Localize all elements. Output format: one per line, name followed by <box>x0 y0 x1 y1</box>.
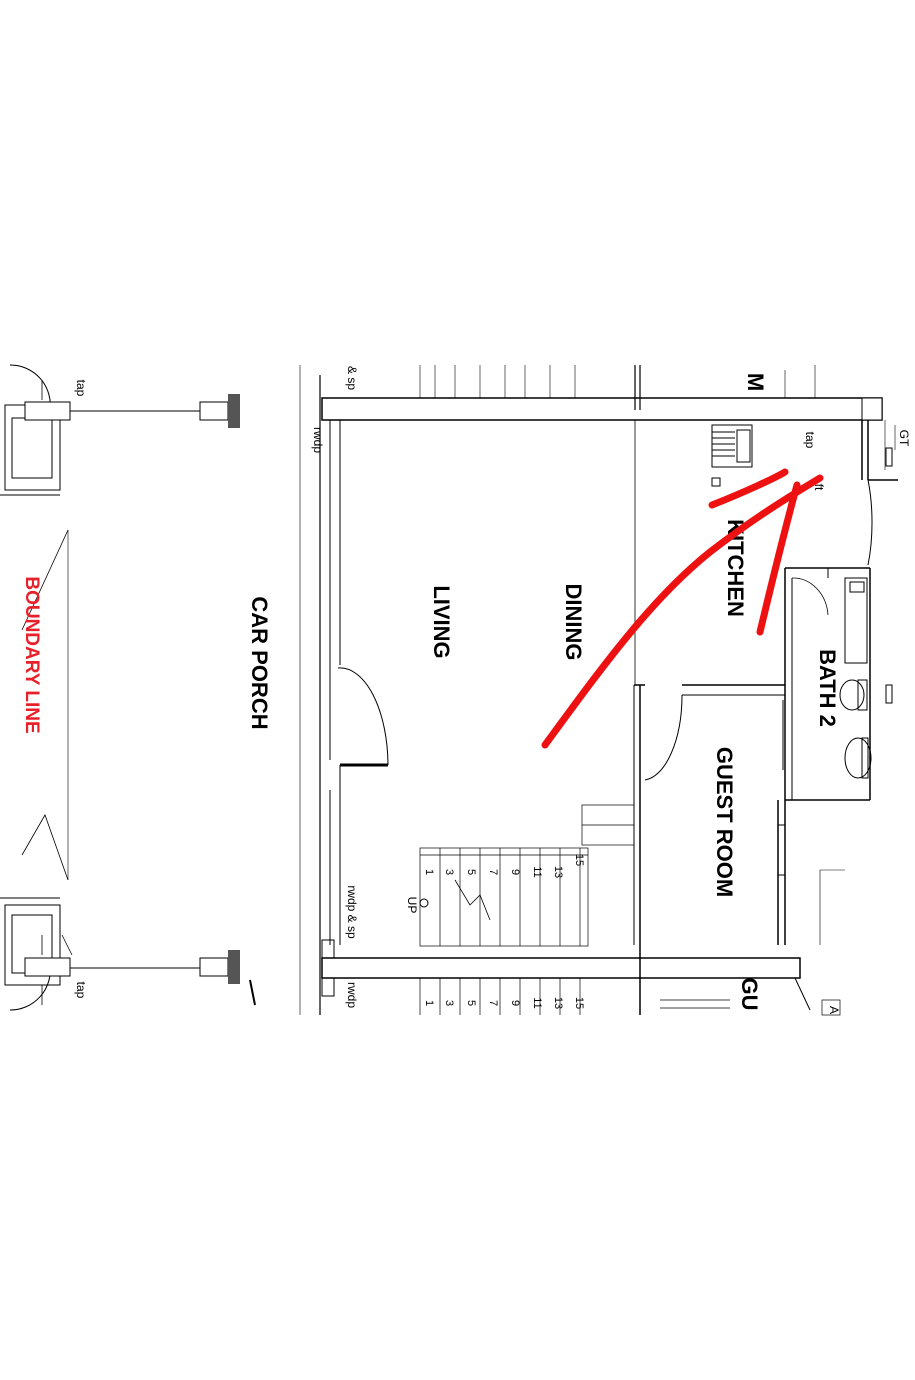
stair-number: 1 <box>423 1000 435 1006</box>
rwdp-sp-label-top: & sp <box>345 366 359 390</box>
stair-number: 3 <box>443 1000 455 1006</box>
boundary-line-label: BOUNDARY LINE <box>21 576 42 733</box>
stair-numbers-upper: 1 3 5 7 9 11 13 15 <box>423 854 585 878</box>
guest-room-label: GUEST ROOM <box>712 747 737 897</box>
stair-number: 13 <box>552 866 564 878</box>
rwdp-label-bottom: rwdp <box>345 982 359 1008</box>
bottom-wall <box>321 957 801 979</box>
bath-2-label: BATH 2 <box>815 649 840 727</box>
stair-numbers-lower: 1 3 5 7 9 11 13 15 <box>423 997 585 1009</box>
drawing-area <box>0 362 845 1017</box>
lower-staircase <box>419 978 841 1016</box>
living-label: LIVING <box>429 585 454 658</box>
back-wall <box>819 420 898 945</box>
stair-number: 7 <box>487 869 499 875</box>
dining-label: DINING <box>561 584 586 661</box>
front-wall <box>299 365 341 1015</box>
bath-2-walls <box>782 567 872 801</box>
rwdp-sp-label-mid: rwdp & sp <box>345 885 359 939</box>
stair-number: 5 <box>465 869 477 875</box>
stair-number: 11 <box>531 997 543 1008</box>
tap-label-bottom-left: tap <box>74 982 88 999</box>
front-door <box>337 667 389 767</box>
stair-number: 9 <box>509 869 521 875</box>
kitchen-sink <box>711 424 753 487</box>
stair-number: 1 <box>423 869 435 875</box>
guest-room-walls <box>633 684 786 1015</box>
ft-label: ft <box>812 484 826 491</box>
upper-neighbour-lines <box>419 365 816 410</box>
gate-fixture-marks <box>41 380 73 1005</box>
stair-number: 5 <box>465 1000 477 1006</box>
up-label: UP <box>405 897 419 914</box>
stair-number: 15 <box>573 854 585 866</box>
gt-label: GT <box>897 430 911 447</box>
rwdp-label-top: rwdp <box>311 427 325 453</box>
tap-label-kitchen: tap <box>803 432 817 449</box>
gate-posts <box>24 394 240 984</box>
partial-m-label: M <box>743 373 768 391</box>
red-markup-annotation <box>541 468 824 749</box>
partial-a-label: A <box>827 1006 841 1014</box>
top-wall <box>321 397 883 421</box>
car-porch-label: CAR PORCH <box>247 596 272 729</box>
stair-number: 9 <box>509 1000 521 1006</box>
stair-number: 13 <box>552 997 564 1009</box>
staircase <box>419 804 635 947</box>
stair-number: 15 <box>573 997 585 1009</box>
stair-number: 7 <box>487 1000 499 1006</box>
partial-gu-label: GU <box>737 978 762 1011</box>
wall-markers <box>249 939 811 1011</box>
stair-number: 3 <box>443 869 455 875</box>
tap-label-top-left: tap <box>74 380 88 397</box>
stair-number: 11 <box>531 866 543 877</box>
